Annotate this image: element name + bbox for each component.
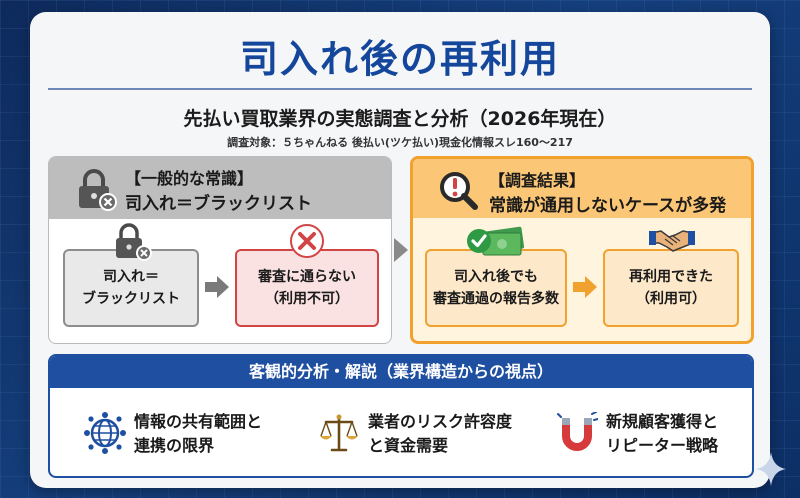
chevron-right-icon <box>394 238 408 262</box>
survey-source: 調査対象：５ちゃんねる 後払い(ツケ払い)現金化情報スレ160～217 <box>227 136 573 149</box>
survey-result-statement: 常識が通用しないケースが多発 <box>489 196 727 216</box>
handshake-icon <box>649 230 695 252</box>
reuse-box: 再利用できた （利用可） <box>603 249 739 327</box>
analysis-point-text: 情報の共有範囲と 連携の限界 <box>134 410 262 458</box>
infographic-card: 司入れ後の再利用 先払い買取業界の実態調査と分析（2026年現在） 調査対象：５… <box>30 12 770 488</box>
survey-result-label: 【調査結果】 <box>489 171 586 190</box>
passed-review-box: 司入れ後でも 審査通過の報告多数 <box>425 249 567 327</box>
common-belief-panel: 【一般的な常識】 司入れ＝ブラックリスト 司入れ＝ ブラックリスト 審査に通らな… <box>48 156 392 344</box>
page-title: 司入れ後の再利用 <box>239 37 560 81</box>
analysis-point-info-sharing: 情報の共有範囲と 連携の限界 <box>84 406 284 466</box>
title-divider <box>48 88 752 90</box>
analysis-point-line1: 業者のリスク許容度 <box>368 412 513 431</box>
sparkle-icon <box>756 452 786 486</box>
reuse-box-line2: （利用可） <box>636 291 706 307</box>
cross-icon <box>290 224 324 258</box>
analysis-point-line1: 新規顧客獲得と <box>606 412 719 431</box>
rejected-box-line1: 審査に通らない <box>258 269 356 285</box>
lock-icon <box>79 169 117 211</box>
magnet-icon <box>557 412 598 451</box>
common-belief-statement: 司入れ＝ブラックリスト <box>125 194 312 214</box>
blacklist-box-line2: ブラックリスト <box>82 291 180 307</box>
magnifier-alert-icon <box>440 172 478 210</box>
reuse-box-line1: 再利用できた <box>629 269 713 285</box>
blacklist-box-line1: 司入れ＝ <box>103 269 159 285</box>
analysis-point-customer-strategy: 新規顧客獲得と リピーター戦略 <box>556 406 746 466</box>
scales-icon <box>320 414 358 452</box>
page-subtitle: 先払い買取業界の実態調査と分析（2026年現在） <box>183 108 617 130</box>
network-globe-icon <box>84 412 126 454</box>
analysis-point-text: 業者のリスク許容度 と資金需要 <box>368 410 512 458</box>
blacklist-box: 司入れ＝ ブラックリスト <box>63 249 199 327</box>
analysis-point-line1: 情報の共有範囲と <box>134 412 263 431</box>
analysis-section: 客観的分析・解説（業界構造からの視点） 情報の共有範囲と 連携の限界 <box>48 354 754 478</box>
money-check-icon <box>467 226 525 256</box>
analysis-point-risk-tolerance: 業者のリスク許容度 と資金需要 <box>318 406 528 466</box>
arrow-right-icon <box>573 276 597 298</box>
lock-icon <box>116 223 152 261</box>
survey-result-header: 【調査結果】 常識が通用しないケースが多発 <box>413 159 751 218</box>
passed-review-box-line2: 審査通過の報告多数 <box>433 291 559 307</box>
analysis-point-line2: リピーター戦略 <box>606 436 719 455</box>
analysis-point-text: 新規顧客獲得と リピーター戦略 <box>606 410 718 458</box>
survey-result-panel: 【調査結果】 常識が通用しないケースが多発 司入れ後でも 審査通過の報告多数 再… <box>410 156 754 344</box>
analysis-point-line2: と資金需要 <box>368 436 449 455</box>
analysis-point-line2: 連携の限界 <box>134 436 215 455</box>
arrow-right-icon <box>205 276 229 298</box>
common-belief-header: 【一般的な常識】 司入れ＝ブラックリスト <box>49 157 391 219</box>
analysis-heading: 客観的分析・解説（業界構造からの視点） <box>50 356 752 388</box>
passed-review-box-line1: 司入れ後でも <box>454 269 538 285</box>
rejected-box-line2: （利用不可） <box>265 291 349 307</box>
rejected-box: 審査に通らない （利用不可） <box>235 249 379 327</box>
common-belief-label: 【一般的な常識】 <box>125 169 254 188</box>
